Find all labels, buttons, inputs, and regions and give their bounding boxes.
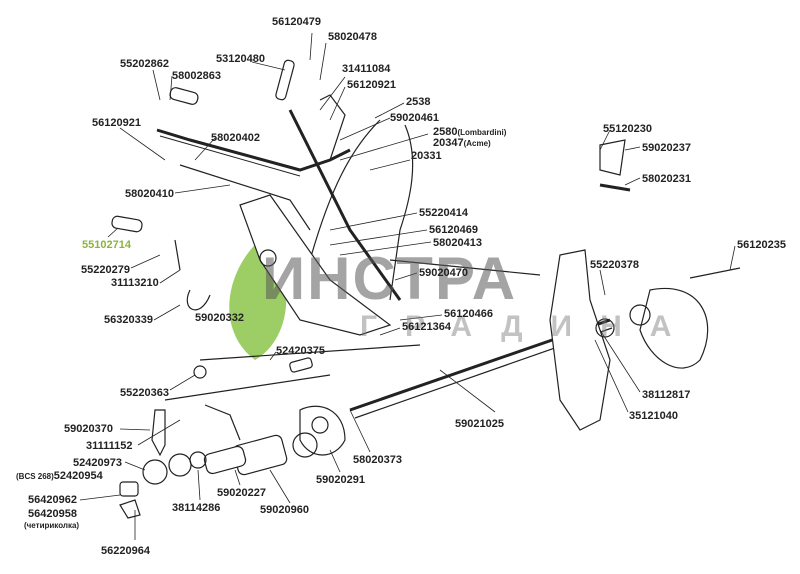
part-label[interactable]: 35121040 xyxy=(629,410,678,422)
part-label[interactable]: 55220279 xyxy=(81,264,130,276)
part-label[interactable]: 58020410 xyxy=(125,188,174,200)
part-label[interactable]: 56120235 xyxy=(737,239,786,251)
part-label[interactable]: 58020478 xyxy=(328,31,377,43)
part-note: (BCS 268) xyxy=(16,472,54,481)
part-note: (Acme) xyxy=(463,139,491,148)
part-label[interactable]: 55220378 xyxy=(590,259,639,271)
part-label[interactable]: 56420962 xyxy=(28,494,77,506)
part-label[interactable]: 56320339 xyxy=(104,314,153,326)
cable-drawing xyxy=(389,124,414,301)
side-case-drawing xyxy=(549,249,611,431)
part-label[interactable]: 56220964 xyxy=(101,545,150,557)
part-label[interactable]: 20331 xyxy=(411,150,442,162)
part-label[interactable]: 59020960 xyxy=(260,504,309,516)
part-label[interactable]: 31111152 xyxy=(86,440,133,452)
part-label[interactable]: 56420958 xyxy=(28,508,77,520)
part-label[interactable]: 58020413 xyxy=(433,237,482,249)
leader-lines xyxy=(79,32,736,540)
watermark-sub: ГРАДИНА xyxy=(360,310,700,343)
part-label[interactable]: 58020231 xyxy=(642,173,691,185)
part-label-highlighted[interactable]: 55102714 xyxy=(82,239,131,251)
part-label[interactable]: 59020461 xyxy=(390,112,439,124)
part-label[interactable]: 59020470 xyxy=(419,267,468,279)
part-label[interactable]: 59020332 xyxy=(195,312,244,324)
gearbox-housing-drawing xyxy=(239,194,392,336)
part-label[interactable]: 58020373 xyxy=(353,454,402,466)
part-label[interactable]: 20347(Acme) xyxy=(433,137,491,150)
part-label[interactable]: 56120469 xyxy=(429,224,478,236)
part-label[interactable]: 56121364 xyxy=(402,321,451,333)
handlebar-drawing xyxy=(156,128,351,172)
part-label[interactable]: 58020402 xyxy=(211,132,260,144)
part-label[interactable]: 59021025 xyxy=(455,418,504,430)
part-label[interactable]: 55202862 xyxy=(120,58,169,70)
part-label[interactable]: 55120230 xyxy=(603,123,652,135)
part-label[interactable]: 59020291 xyxy=(316,474,365,486)
part-label[interactable]: 59020370 xyxy=(64,423,113,435)
part-label[interactable]: 56120466 xyxy=(444,308,493,320)
part-label[interactable]: 38112817 xyxy=(642,389,691,401)
part-note: (четириколка) xyxy=(24,521,80,530)
part-number: 20347 xyxy=(433,137,464,149)
part-label[interactable]: 59020237 xyxy=(642,142,691,154)
part-label[interactable]: 59020227 xyxy=(217,487,266,499)
part-label[interactable]: (BCS 268)52420954 xyxy=(16,470,103,483)
part-note: (Lombardini) xyxy=(457,128,507,137)
part-number: 2580 xyxy=(433,126,458,138)
part-label[interactable]: 2538 xyxy=(406,96,431,108)
part-label[interactable]: 38114286 xyxy=(172,502,221,514)
part-label[interactable]: 2580(Lombardini) xyxy=(433,126,506,139)
part-label[interactable]: 31113210 xyxy=(111,277,159,289)
part-label[interactable]: 52420973 xyxy=(73,457,122,469)
part-label[interactable]: 56120921 xyxy=(347,79,396,91)
watermark-brand: ИНСТРА xyxy=(262,245,518,312)
part-label[interactable]: 55220363 xyxy=(120,387,169,399)
part-label[interactable]: 53120480 xyxy=(216,53,265,65)
part-label[interactable]: 52420375 xyxy=(276,345,325,357)
part-label[interactable]: 56120479 xyxy=(272,16,321,28)
part-label[interactable]: 58002863 xyxy=(172,70,221,82)
part-label[interactable]: 31411084 xyxy=(342,63,391,75)
part-label[interactable]: 55220414 xyxy=(419,207,468,219)
part-number: 52420954 xyxy=(53,470,103,482)
part-label[interactable]: 56120921 xyxy=(92,117,141,129)
